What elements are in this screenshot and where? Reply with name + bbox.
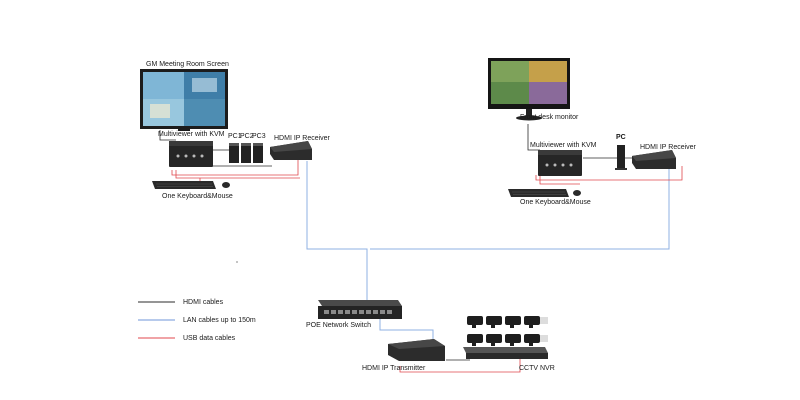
lan-cables	[306, 161, 670, 342]
front-desk-label: Front desk monitor	[520, 114, 579, 121]
multiviewer-right-label: Multiviewer with KVM	[530, 142, 597, 149]
multiviewer-left-device	[169, 141, 213, 167]
multiviewer-right-device	[538, 150, 582, 176]
usb-cable-left-2	[175, 170, 300, 179]
hdmi-transmitter-device	[388, 339, 445, 361]
legend-label-lan: LAN cables up to 150m	[183, 317, 256, 324]
cctv-nvr-device	[463, 347, 548, 359]
stray-dot	[236, 261, 238, 263]
hdmi-transmitter-label: HDMI IP Transmitter	[362, 365, 426, 372]
legend-label-hdmi: HDMI cables	[183, 299, 224, 306]
gm-monitor	[140, 69, 228, 131]
multiviewer-left-label: Multiviewer with KVM	[158, 131, 225, 138]
hdmi-cable-right-monitor	[527, 124, 540, 151]
pc-tower-right	[615, 145, 627, 170]
cctv-nvr-label: CCTV NVR	[519, 365, 555, 372]
usb-cable-right-1	[535, 166, 683, 181]
pc2-label: PC2	[240, 133, 254, 140]
pc1-label: PC1	[228, 133, 242, 140]
legend-lines	[138, 301, 175, 339]
usb-cable-left-1	[171, 160, 299, 176]
poe-switch-device	[318, 300, 402, 319]
usb-cables	[171, 160, 683, 373]
keyboard-mouse-right	[508, 189, 581, 197]
hdmi-receiver-left-label: HDMI IP Receiver	[274, 135, 330, 142]
pc-right-label: PC	[616, 134, 626, 141]
lan-cable-right-receiver	[370, 166, 670, 250]
usb-cable-nvr	[399, 358, 521, 373]
keyboard-mouse-left	[152, 181, 230, 189]
keyboard-right-label: One Keyboard&Mouse	[520, 199, 591, 206]
usb-cable-right-2	[539, 176, 580, 185]
hdmi-receiver-left-device	[270, 141, 312, 160]
keyboard-left-label: One Keyboard&Mouse	[162, 193, 233, 200]
hdmi-receiver-right-device	[632, 150, 676, 169]
lan-cable-transmitter	[379, 317, 434, 342]
gm-screen-label: GM Meeting Room Screen	[146, 61, 229, 68]
legend-label-usb: USB data cables	[183, 335, 236, 342]
hdmi-cables	[159, 124, 636, 361]
hdmi-receiver-right-label: HDMI IP Receiver	[640, 144, 696, 151]
front-desk-monitor	[488, 58, 570, 121]
hdmi-cable-left-screen	[159, 130, 176, 141]
cctv-cameras	[467, 316, 548, 346]
poe-switch-label: POE Network Switch	[306, 322, 371, 329]
lan-cable-left-receiver	[306, 161, 368, 300]
pc-towers-left	[229, 143, 263, 163]
pc3-label: PC3	[252, 133, 266, 140]
